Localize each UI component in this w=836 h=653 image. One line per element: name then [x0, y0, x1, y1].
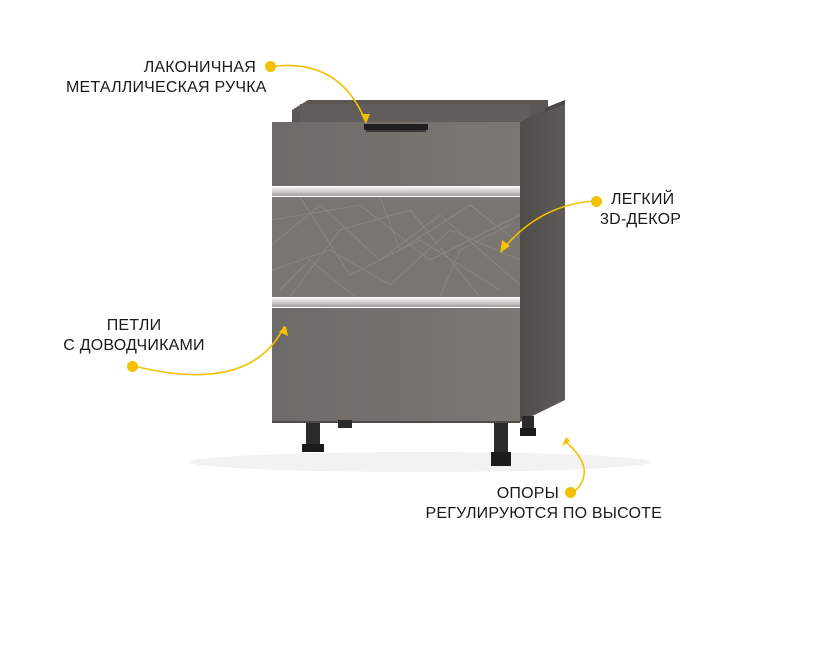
decor-callout-label: ЛЕГКИЙ 3D-ДЕКОР: [600, 190, 720, 230]
legs-arrow-head: [562, 437, 570, 446]
legs-callout-line2: РЕГУЛИРУЮТСЯ ПО ВЫСОТЕ: [425, 505, 662, 522]
metal-handle: [364, 124, 428, 130]
cabinet-side-panel: [520, 100, 565, 422]
metal-handle-shadow: [366, 130, 426, 132]
handle-callout-line1: ЛАКОНИЧНАЯ: [143, 59, 256, 76]
hinges-callout-arrow: [133, 326, 285, 376]
top-drawer-front: [272, 122, 520, 186]
legs-callout-dot: [565, 487, 576, 498]
floor-shadow: [190, 452, 650, 472]
handle-callout-line2: МЕТАЛЛИЧЕСКАЯ РУЧКА: [66, 79, 267, 96]
legs-callout-label: ОПОРЫ РЕГУЛИРУЮТСЯ ПО ВЫСОТЕ: [374, 484, 662, 524]
hinges-callout-line2: С ДОВОДЧИКАМИ: [63, 337, 205, 354]
bottom-door-front: [272, 308, 520, 422]
decor-callout-line1: ЛЕГКИЙ: [611, 191, 675, 208]
hinges-callout-line1: ПЕТЛИ: [106, 317, 162, 334]
handle-arrow-head: [361, 114, 370, 124]
hinges-arrow-head: [279, 326, 288, 336]
hinges-callout-dot: [127, 361, 138, 372]
handle-callout-dot: [265, 61, 276, 72]
lower-trim-rail: [272, 298, 520, 307]
adjustable-legs: [302, 416, 536, 466]
decor-arrow-head: [500, 240, 510, 253]
legs-callout-line1: ОПОРЫ: [496, 485, 559, 502]
legs-callout-arrow: [565, 441, 586, 493]
cabinet-side-edge: [545, 100, 565, 112]
decor-callout-dot: [591, 196, 602, 207]
hinges-callout-label: ПЕТЛИ С ДОВОДЧИКАМИ: [44, 316, 224, 356]
cabinet-bottom-edge: [272, 421, 520, 423]
decor-callout-line2: 3D-ДЕКОР: [600, 211, 682, 228]
cabinet-back-panel: [300, 104, 530, 122]
handle-callout-label: ЛАКОНИЧНАЯ МЕТАЛЛИЧЕСКАЯ РУЧКА: [66, 58, 267, 98]
decor-pattern: [271, 196, 521, 298]
upper-trim-rail: [272, 187, 520, 196]
decor-callout-arrow: [503, 200, 595, 249]
handle-callout-arrow: [275, 64, 366, 121]
